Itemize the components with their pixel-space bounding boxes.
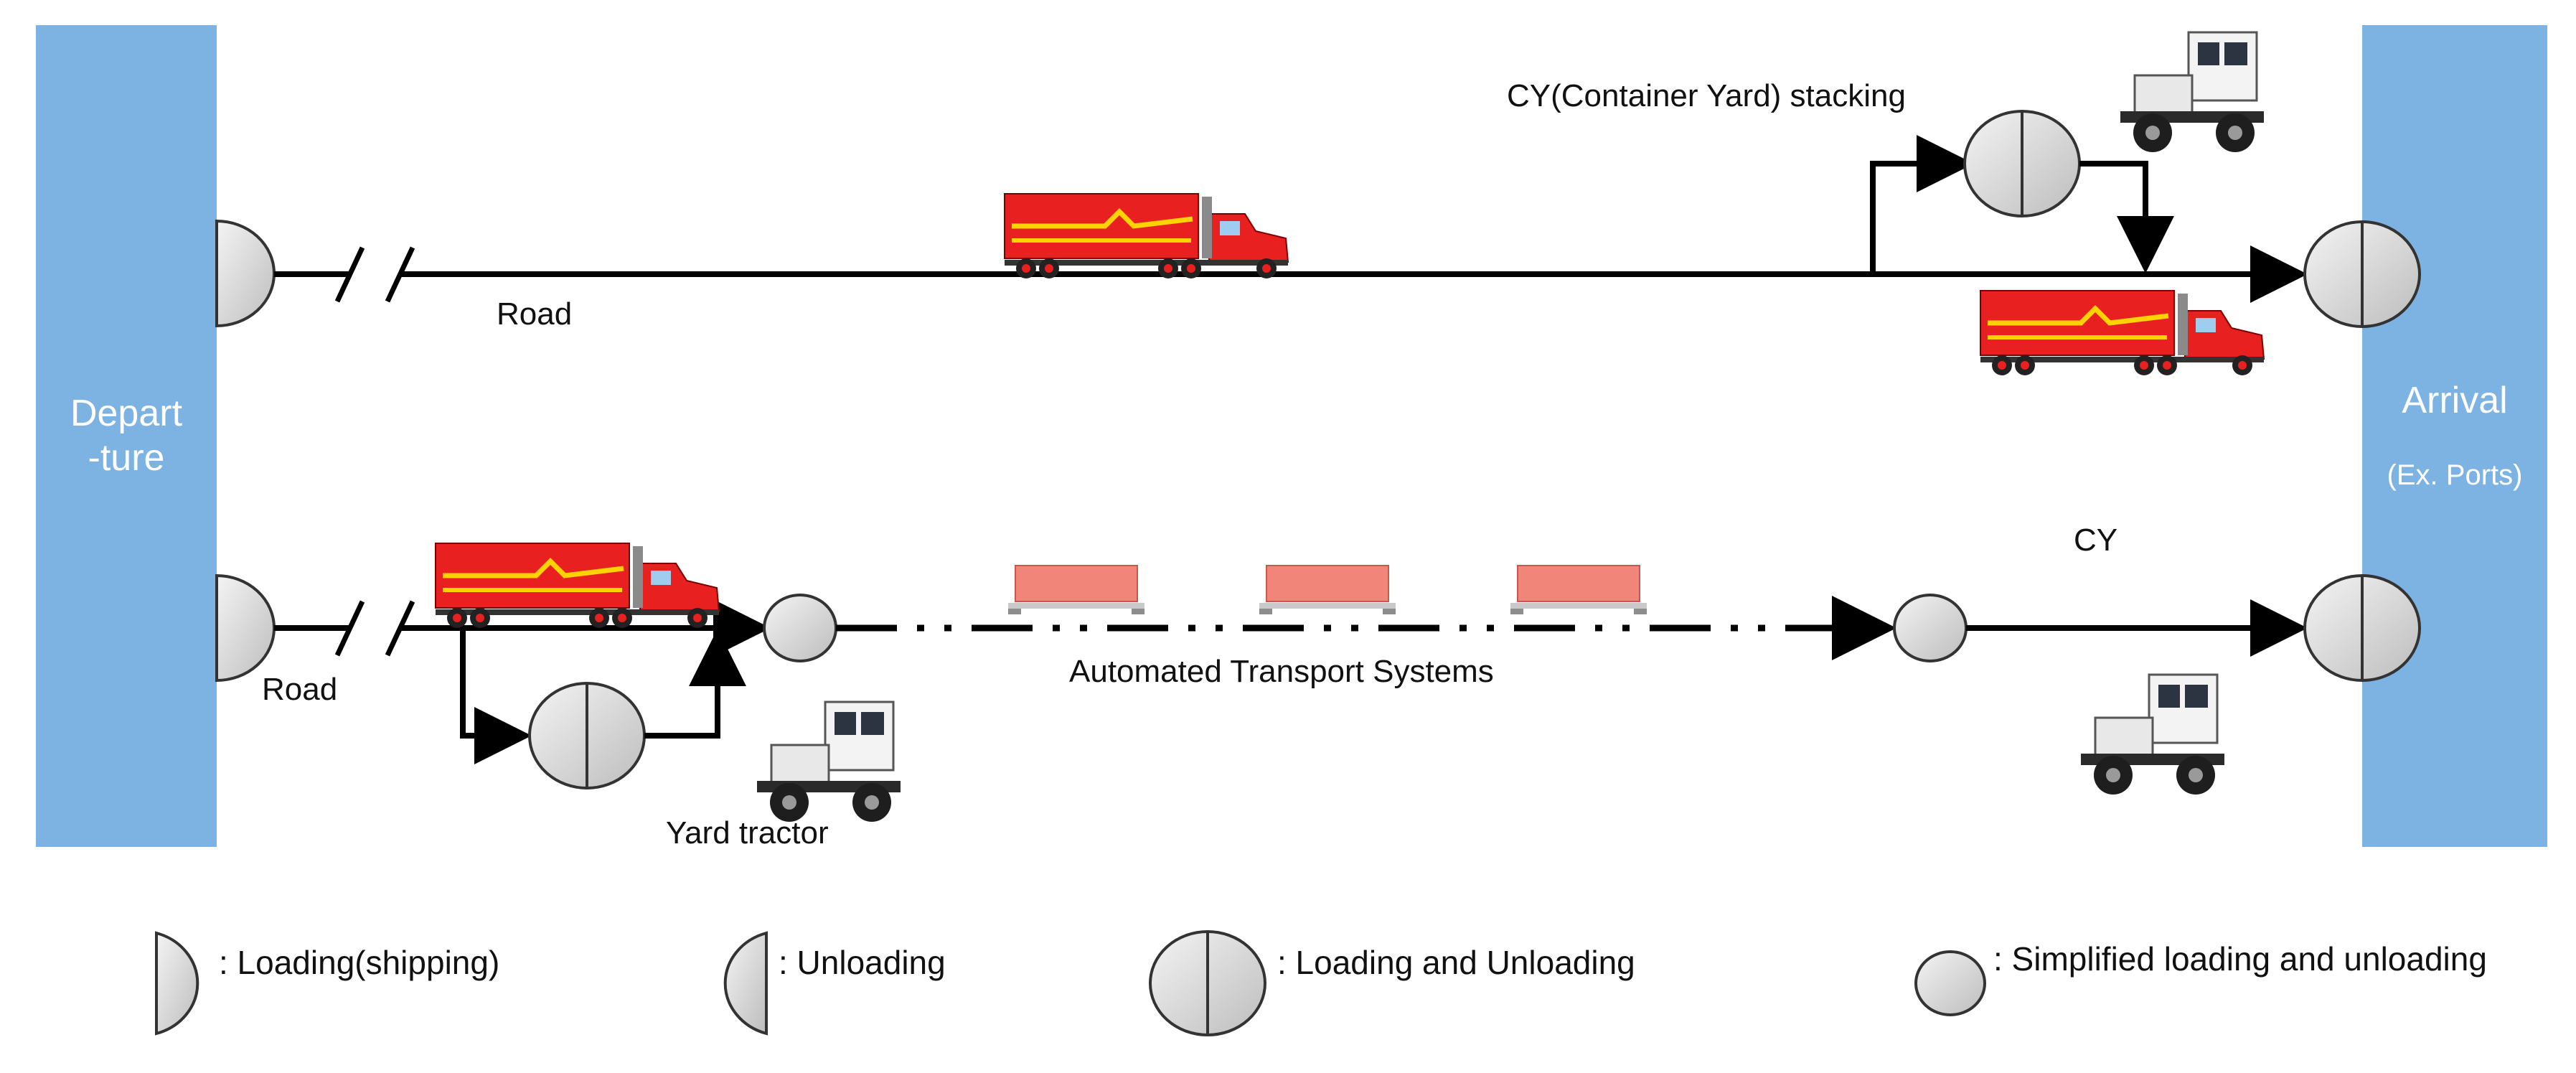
legend-unloading-symbol [723, 931, 768, 1036]
arrival-panel [2362, 25, 2547, 847]
legend-simplified-label: : Simplified loading and unloading [1993, 940, 2487, 978]
break-mark-icon [385, 600, 415, 657]
truck-icon [1005, 194, 1288, 278]
legend-loading-unloading-symbol [1149, 930, 1266, 1036]
arrival-label: Arrival [2402, 380, 2507, 421]
cy-stacking-branch-up [1870, 135, 1974, 274]
simplified-node-left [763, 594, 837, 662]
arrival-subtitle: (Ex. Ports) [2387, 459, 2523, 491]
yard-detour-up [644, 629, 746, 739]
loading-node-top [215, 219, 276, 328]
yard-tractor-icon [2079, 673, 2226, 796]
container-icon [1510, 565, 1647, 615]
cy-stacking-label: CY(Container Yard) stacking [1507, 78, 1906, 113]
break-mark-icon [334, 246, 365, 303]
legend-loading-label: : Loading(shipping) [219, 944, 499, 981]
departure-panel [36, 25, 217, 847]
road-label-top: Road [497, 296, 572, 332]
container-icon [1007, 565, 1145, 615]
yard-detour-down [460, 628, 532, 764]
automated-transport-label: Automated Transport Systems [1069, 654, 1494, 689]
truck-icon [436, 543, 719, 628]
departure-label-line2: -ture [88, 437, 165, 479]
legend-simplified-symbol [1914, 950, 1986, 1016]
loading-node-bottom [215, 573, 276, 683]
truck-icon [1980, 291, 2264, 375]
yard-tractor-label: Yard tractor [666, 815, 829, 851]
road-label-bottom: Road [262, 672, 337, 707]
cy-label: CY [2074, 523, 2117, 558]
break-mark-icon [334, 600, 365, 657]
arrival-node-top [2303, 220, 2421, 328]
yard-tractor-icon [756, 701, 902, 823]
yard-node [528, 682, 646, 789]
cy-stacking-branch-down [2079, 161, 2174, 273]
legend-loading-symbol [155, 931, 199, 1036]
arrival-node-bottom [2303, 574, 2421, 682]
yard-tractor-icon [2119, 31, 2265, 154]
simplified-node-right [1893, 594, 1968, 662]
container-icon [1259, 565, 1396, 615]
legend-loading-unloading-label: : Loading and Unloading [1277, 944, 1635, 981]
cy-stacking-node [1963, 110, 2081, 217]
legend: : Loading(shipping) : Unloading : Loadin… [155, 930, 2487, 1036]
legend-unloading-label: : Unloading [779, 944, 946, 981]
departure-label-line1: Depart [70, 393, 183, 434]
break-mark-icon [385, 246, 415, 303]
